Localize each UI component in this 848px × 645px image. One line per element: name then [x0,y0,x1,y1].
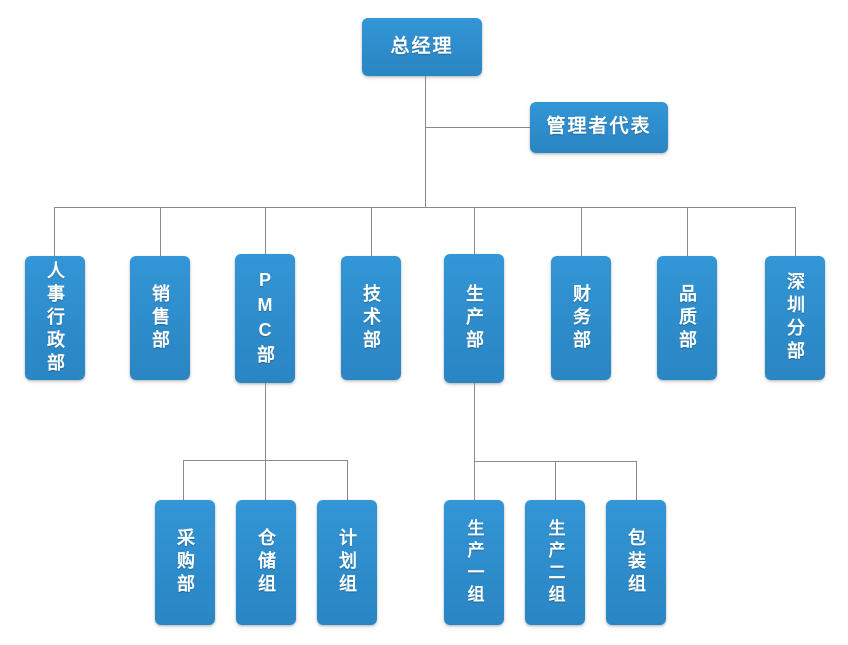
connector-department-bus [54,207,796,208]
node-general-manager[interactable]: 总经理 [362,18,482,76]
connector-drop-finance [581,207,582,256]
node-shenzhen[interactable]: 深圳分部 [765,256,825,380]
node-quality-label: 品质部 [677,283,697,353]
connector-drop-hr-admin [54,207,55,256]
node-finance-label: 财务部 [571,283,591,353]
node-production-label: 生产部 [464,284,484,353]
node-engineering[interactable]: 技术部 [341,256,401,380]
node-warehouse[interactable]: 仓储组 [236,500,296,625]
node-general-manager-label: 总经理 [390,35,454,57]
node-purchasing-label: 采购部 [175,528,195,597]
node-pmc[interactable]: PMC部 [235,254,295,383]
connector-drop-packaging [636,461,637,500]
connector-drop-pmc [265,207,266,254]
connector-drop-warehouse [265,460,266,500]
node-pmc-label: PMC部 [255,269,275,368]
connector-drop-production-team-2 [555,461,556,500]
connector-drop-purchasing [183,460,184,500]
node-hr-admin-label: 人事行政部 [45,260,65,376]
node-planning-label: 计划组 [337,528,357,597]
connector-pmc-spine [265,383,266,461]
node-finance[interactable]: 财务部 [551,256,611,380]
connector-production-spine [474,383,475,462]
node-purchasing[interactable]: 采购部 [155,500,215,625]
node-management-representative-label: 管理者代表 [546,116,652,138]
node-hr-admin[interactable]: 人事行政部 [25,256,85,380]
connector-drop-shenzhen [795,207,796,256]
node-management-representative[interactable]: 管理者代表 [530,102,668,153]
node-packaging[interactable]: 包装组 [606,500,666,625]
node-production[interactable]: 生产部 [444,254,504,383]
node-quality[interactable]: 品质部 [657,256,717,380]
node-production-team-2-label: 生产二组 [545,518,565,607]
node-shenzhen-label: 深圳分部 [785,272,805,364]
node-engineering-label: 技术部 [361,283,381,353]
connector-drop-quality [687,207,688,256]
node-production-team-2[interactable]: 生产二组 [525,500,585,625]
connector-drop-production-team-1 [474,461,475,500]
node-production-team-1[interactable]: 生产一组 [444,500,504,625]
node-sales[interactable]: 销售部 [130,256,190,380]
connector-drop-sales [160,207,161,256]
connector-drop-production [474,207,475,254]
node-warehouse-label: 仓储组 [256,528,276,597]
node-planning[interactable]: 计划组 [317,500,377,625]
connector-drop-engineering [371,207,372,256]
node-sales-label: 销售部 [150,283,170,353]
node-packaging-label: 包装组 [626,528,646,597]
connector-drop-planning [347,460,348,500]
connector-gm-spine [425,76,426,207]
connector-gm-to-management-representative [425,127,530,128]
node-production-team-1-label: 生产一组 [464,518,484,607]
